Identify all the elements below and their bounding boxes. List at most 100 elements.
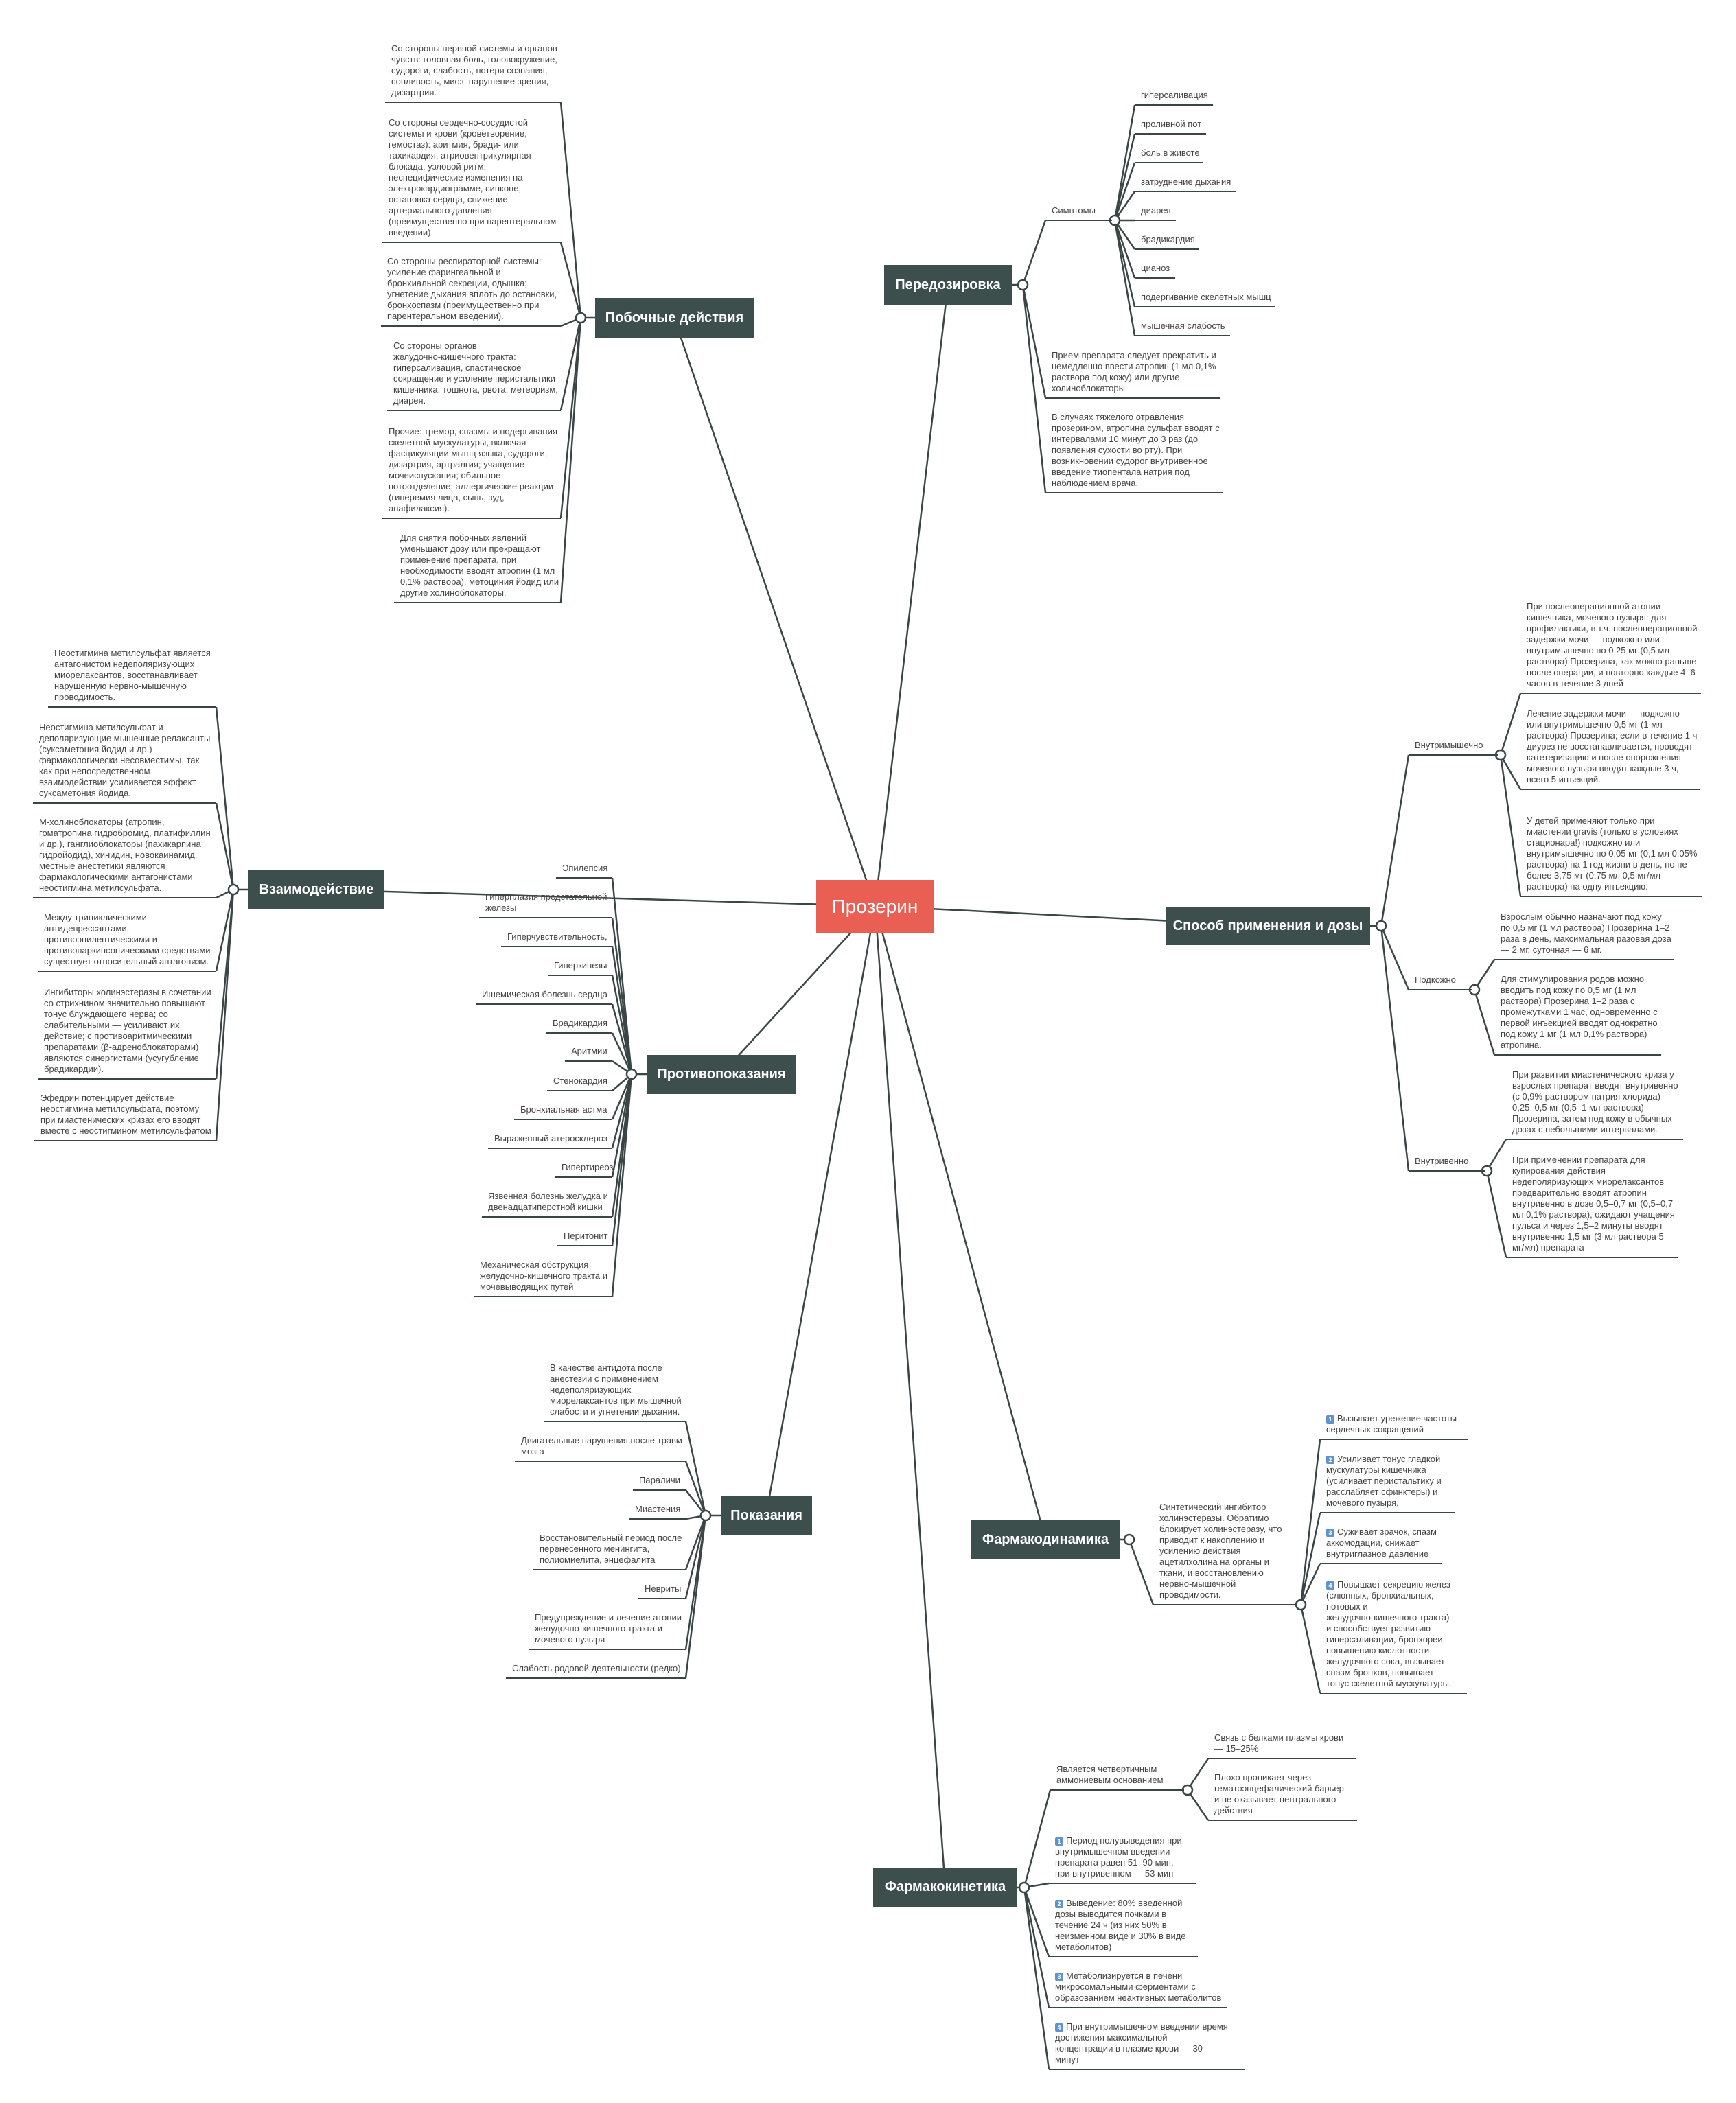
side-effect-item[interactable]: Со стороны сердечно-сосудистой системы и… (382, 117, 561, 243)
symptom-item[interactable]: гиперсаливация (1135, 90, 1213, 106)
indication-item[interactable]: Миастения (629, 1504, 686, 1520)
dosing-item[interactable]: Для стимулирования родов можно вводить п… (1494, 974, 1661, 1056)
center-connector-ci (721, 905, 876, 1075)
collapse-toggle-icon[interactable] (1181, 1784, 1194, 1796)
collapse-toggle-icon[interactable] (1018, 1881, 1030, 1894)
dosing-item[interactable]: При послеоперационной атонии кишечника, … (1520, 601, 1701, 694)
indication-item[interactable]: Слабость родовой деятельности (редко) (506, 1663, 686, 1679)
pharmacokinetics-subitem[interactable]: Связь с белками плазмы крови — 15–25% (1208, 1732, 1356, 1759)
contraindication-item[interactable]: Гиперкинезы (548, 960, 612, 976)
topic-indications[interactable]: Показания (721, 1496, 812, 1535)
interaction-item[interactable]: Неостигмина метилсульфат является антаго… (48, 648, 216, 708)
branch-connector (611, 1073, 633, 1297)
collapse-toggle-icon[interactable] (1123, 1533, 1135, 1546)
collapse-toggle-icon[interactable] (1295, 1599, 1307, 1611)
dosing-item[interactable]: У детей применяют только при миастении g… (1520, 815, 1702, 897)
indication-item[interactable]: Невриты (638, 1583, 686, 1599)
dosing-item[interactable]: При применении препарата для купирования… (1506, 1154, 1678, 1258)
dosing-item[interactable]: Лечение задержки мочи — подкожно или вну… (1520, 708, 1700, 790)
branch-connector (1023, 1789, 1052, 1888)
branch-connector (1299, 1439, 1321, 1605)
contraindication-item[interactable]: Выраженный атеросклероз (488, 1133, 612, 1149)
contraindication-item[interactable]: Бронхиальная астма (514, 1104, 612, 1120)
collapse-toggle-icon[interactable] (1375, 920, 1387, 932)
contraindication-item[interactable]: Аритмии (565, 1046, 612, 1062)
contraindication-item[interactable]: Гиперчувствительность, (501, 931, 612, 947)
interaction-item[interactable]: Между трициклическими антидепрессантами,… (38, 912, 216, 972)
overdose-symptoms-label[interactable]: Симптомы (1045, 205, 1112, 221)
interaction-item[interactable]: Неостигмина метилсульфат и деполяризующи… (33, 722, 216, 804)
contraindication-item[interactable]: Язвенная болезнь желудка и двенадцатипер… (482, 1191, 612, 1218)
pharmacokinetics-subitem[interactable]: Плохо проникает через гематоэнцефалическ… (1208, 1772, 1357, 1821)
item-text: Метаболизируется в печени микросомальным… (1055, 1971, 1222, 2003)
topic-overdose[interactable]: Передозировка (884, 265, 1012, 305)
dosing-item[interactable]: Взрослым обычно назначают под кожу по 0,… (1494, 911, 1674, 960)
dosing-item[interactable]: При развитии миастенического криза у взр… (1506, 1069, 1683, 1140)
symptom-item[interactable]: затруднение дыхания (1135, 176, 1236, 192)
topic-contraindications[interactable]: Противопоказания (647, 1055, 796, 1094)
collapse-toggle-icon[interactable] (625, 1068, 638, 1080)
collapse-toggle-icon[interactable] (699, 1509, 712, 1522)
indication-item[interactable]: Предупреждение и лечение атонии желудочн… (529, 1612, 686, 1650)
indication-item[interactable]: Параличи (633, 1475, 686, 1491)
collapse-toggle-icon[interactable] (575, 312, 587, 324)
symptom-item[interactable]: диарея (1135, 205, 1176, 221)
indication-item[interactable]: Двигательные нарушения после травм мозга (515, 1435, 686, 1462)
interaction-item[interactable]: Ингибиторы холинэстеразы в сочетании со … (38, 987, 216, 1080)
contraindication-item[interactable]: Брадикардия (546, 1018, 612, 1034)
contraindication-item[interactable]: Стенокардия (547, 1076, 612, 1091)
topic-interaction[interactable]: Взаимодействие (248, 870, 384, 909)
symptom-item[interactable]: цианоз (1135, 263, 1175, 279)
contraindication-item[interactable]: Эпилепсия (556, 863, 612, 879)
branch-connector (215, 706, 235, 890)
dosing-route-subcutaneous[interactable]: Подкожно (1409, 975, 1472, 990)
side-effect-item[interactable]: Со стороны органов желудочно-кишечного т… (387, 340, 561, 411)
branch-connector (1021, 220, 1047, 286)
branch-connector (559, 317, 582, 603)
indication-item[interactable]: В качестве антидота после анестезии с пр… (544, 1362, 686, 1422)
topic-pharmacokinetics[interactable]: Фармакокинетика (873, 1868, 1017, 1907)
symptom-item[interactable]: мышечная слабость (1135, 321, 1230, 336)
topic-dosing[interactable]: Способ применения и дозы (1166, 907, 1370, 945)
center-connector-se (673, 317, 877, 907)
dosing-route-intravenous[interactable]: Внутривенно (1409, 1156, 1485, 1172)
symptom-item[interactable]: подергивание скелетных мышц (1135, 292, 1275, 307)
interaction-item[interactable]: Эфедрин потенцирует действие неостигмина… (34, 1093, 216, 1141)
collapse-toggle-icon[interactable] (1017, 279, 1029, 291)
item-text: Вызывает урежение частоты сердечных сокр… (1326, 1413, 1457, 1434)
contraindication-item[interactable]: Перитонит (557, 1231, 612, 1246)
side-effect-item[interactable]: Прочие: тремор, спазмы и подергивания ск… (382, 426, 561, 519)
overdose-item[interactable]: Прием препарата следует прекратить и нем… (1045, 350, 1220, 399)
interaction-item[interactable]: М-холиноблокаторы (атропин, гоматропина … (33, 817, 216, 898)
pharmacokinetics-quaternary[interactable]: Является четвертичным аммониевым основан… (1050, 1764, 1184, 1791)
side-effect-item[interactable]: Со стороны нервной системы и органов чув… (385, 43, 561, 103)
symptom-item[interactable]: брадикардия (1135, 234, 1199, 250)
pharmacodynamics-summary[interactable]: Синтетический ингибитор холинэстеразы. О… (1153, 1502, 1297, 1605)
contraindication-item[interactable]: Гипертиреоз (555, 1162, 614, 1178)
overdose-item[interactable]: В случаях тяжелого отравления прозерином… (1045, 412, 1223, 493)
indication-item[interactable]: Восстановительный период после перенесен… (533, 1533, 686, 1570)
side-effect-item[interactable]: Для снятия побочных явлений уменьшают до… (394, 533, 561, 603)
symptom-item[interactable]: боль в животе (1135, 148, 1203, 163)
symptom-item[interactable]: проливной пот (1135, 119, 1206, 135)
number-badge-icon: 3 (1326, 1529, 1334, 1537)
item-text: При внутримышечном введении время достиж… (1055, 2021, 1228, 2065)
collapse-toggle-icon[interactable] (227, 883, 240, 896)
topic-side-effects[interactable]: Побочные действия (595, 298, 754, 338)
contraindication-item[interactable]: Механическая обструкция желудочно-кишечн… (474, 1259, 612, 1297)
dosing-route-intramuscular[interactable]: Внутримышечно (1409, 740, 1498, 756)
topic-pharmacodynamics[interactable]: Фармакодинамика (971, 1520, 1120, 1559)
side-effect-item[interactable]: Со стороны респираторной системы: усилен… (381, 256, 561, 327)
contraindication-item[interactable]: Гиперплазия предстательной железы (479, 892, 612, 918)
contraindication-item[interactable]: Ишемическая болезнь сердца (476, 989, 612, 1005)
central-topic[interactable]: Прозерин (816, 880, 934, 933)
